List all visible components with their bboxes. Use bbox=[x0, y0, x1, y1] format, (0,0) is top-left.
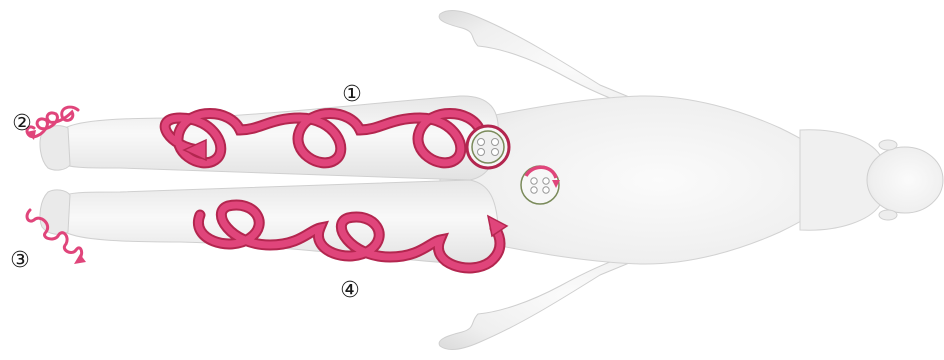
marker-1: ① bbox=[342, 82, 362, 107]
massage-device-leg bbox=[467, 126, 509, 168]
lower-foot bbox=[40, 190, 70, 234]
ear bbox=[879, 210, 897, 220]
mannequin-body bbox=[40, 11, 943, 350]
massage-device-hip bbox=[521, 166, 560, 204]
ear bbox=[879, 140, 897, 150]
head bbox=[867, 147, 943, 213]
marker-4: ④ bbox=[340, 278, 360, 303]
upper-leg bbox=[60, 96, 498, 180]
marker-3: ③ bbox=[10, 248, 30, 273]
marker-2: ② bbox=[12, 111, 32, 136]
lower-leg bbox=[60, 180, 498, 264]
